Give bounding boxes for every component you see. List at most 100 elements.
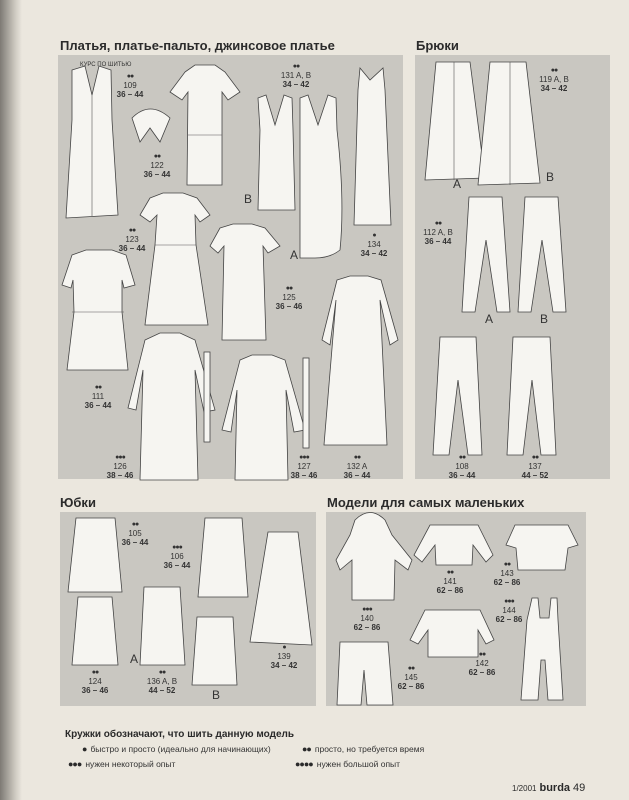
difficulty-dots: ● [282,644,286,651]
difficulty-dots: ●● [131,521,139,528]
skirt-105 [67,517,123,593]
variant-letter: B [546,170,555,184]
shirt-143 [505,524,579,571]
model-number: 119 A, B [539,75,569,84]
difficulty-dots: ●●● [172,544,183,551]
difficulty-dots: ●● [302,744,312,754]
model-number: 111 [91,392,105,401]
legend-text: нужен большой опыт [316,759,401,769]
model-sizes: 62 – 86 [353,623,381,632]
skirts-heading: Юбки [60,495,96,510]
difficulty-dots: ●● [434,220,442,227]
trousers-112a [461,196,511,313]
model-sizes: 36 – 44 [84,401,112,410]
difficulty-dots: ●● [458,454,466,461]
issue-number: 1/2001 [512,784,537,793]
model-number: 122 [150,161,164,170]
trousers-heading: Брюки [416,38,459,53]
model-sizes: 62 – 86 [436,586,464,595]
difficulty-dots: ●●● [115,454,126,461]
dress-132a [321,275,399,446]
shirt-142 [409,609,495,658]
model-sizes: 44 – 52 [148,686,176,695]
model-sizes: 44 – 52 [521,471,549,480]
difficulty-dots: ●● [503,561,511,568]
dress-125 [209,223,281,341]
legend-item: ●●●●нужен большой опыт [295,759,400,769]
difficulty-dots: ●●● [68,759,82,769]
model-number: 124 [88,677,102,686]
trousers-112b [517,196,567,313]
difficulty-dots: ●● [478,651,486,658]
model-number: 144 [502,606,516,615]
coat-126 [127,332,216,481]
model-number: 143 [500,569,514,578]
model-number: 142 [475,659,489,668]
variant-letter: B [244,192,253,206]
trousers-119b [477,61,541,186]
model-number: 145 [404,673,418,682]
model-sizes: 34 – 42 [360,249,388,258]
variant-letter: A [453,177,462,191]
legend-text: нужен некоторый опыт [85,759,176,769]
difficulty-dots: ● [372,232,376,239]
difficulty-dots: ●● [94,384,102,391]
dress-131a [299,94,343,259]
brand-logo: burda [539,782,571,794]
model-number: 137 [528,462,542,471]
difficulty-dots: ●●● [299,454,310,461]
model-number: 139 [277,652,291,661]
skirt-136a [139,586,186,666]
difficulty-dots: ●●●● [295,759,314,769]
trousers-137 [506,336,557,456]
dress-111 [61,249,136,371]
jacket-140 [335,512,413,601]
coat-127 [221,354,306,481]
dress-131b [257,94,296,211]
model-sizes: 62 – 86 [495,615,523,624]
difficulty-dots: ●● [550,67,558,74]
model-sizes: 36 – 44 [118,244,146,253]
model-number: 105 [128,529,142,538]
legend-title: Кружки обозначают, что шить данную модел… [65,729,295,740]
difficulty-dots: ●●● [362,606,373,613]
model-sizes: 36 – 44 [116,90,144,99]
difficulty-dots: ●● [126,73,134,80]
difficulty-dots: ●● [128,227,136,234]
page-number: 49 [573,782,586,794]
model-number: 131 A, B [280,71,312,80]
difficulty-dots: ●● [153,153,161,160]
model-number: 125 [282,293,296,302]
skirt-106 [197,517,249,598]
trousers-119a [424,61,486,181]
overalls-144 [520,597,564,701]
difficulty-dots: ●● [285,285,293,292]
model-number: 126 [113,462,127,471]
variant-letter: A [485,312,494,326]
model-sizes: 36 – 44 [121,538,149,547]
difficulty-dots: ●● [531,454,539,461]
model-number: 136 A, B [146,677,178,686]
dress-short-sleeve-top [169,64,241,186]
model-sizes: 38 – 46 [290,471,318,480]
difficulty-dots: ●● [91,669,99,676]
model-sizes: 36 – 44 [424,237,452,246]
